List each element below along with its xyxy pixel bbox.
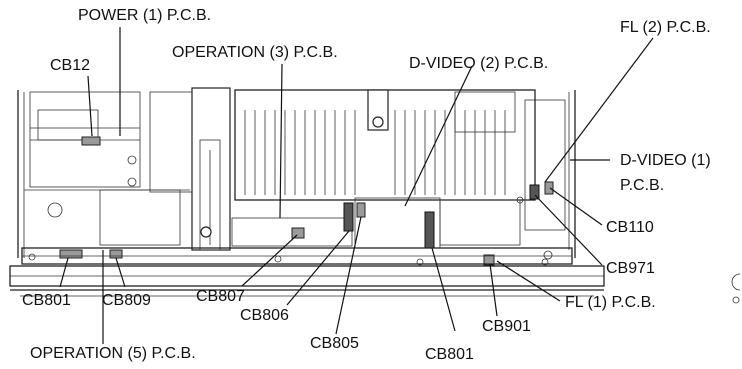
label-operation-5-pcb: OPERATION (5) P.C.B. xyxy=(30,345,196,362)
label-cb806: CB806 xyxy=(240,307,289,324)
label-operation-3-pcb: OPERATION (3) P.C.B. xyxy=(172,44,338,61)
label-cb801-right: CB801 xyxy=(425,346,474,363)
cb805-connector xyxy=(356,202,366,218)
chassis-drawing xyxy=(9,87,605,297)
label-d-video-2-pcb: D-VIDEO (2) P.C.B. xyxy=(409,55,548,72)
label-d-video-1-pcb-line2: P.C.B. xyxy=(620,177,664,194)
cb801-right-connector xyxy=(424,211,435,249)
heatsink-fins xyxy=(244,110,506,195)
label-cb809: CB809 xyxy=(102,292,151,309)
label-cb110: CB110 xyxy=(606,219,654,236)
cb12-connector xyxy=(81,136,101,146)
label-fl-2-pcb: FL (2) P.C.B. xyxy=(620,19,711,36)
label-fl-1-pcb: FL (1) P.C.B. xyxy=(565,294,656,311)
partial-mark-icon xyxy=(731,273,741,304)
label-cb971: CB971 xyxy=(606,260,655,277)
cb809-connector xyxy=(109,249,123,259)
label-d-video-1-pcb-line1: D-VIDEO (1) xyxy=(620,152,711,169)
cb806-connector xyxy=(343,202,354,232)
cb801-left-connector xyxy=(59,249,83,259)
label-cb12: CB12 xyxy=(50,57,90,74)
cb807-connector xyxy=(291,227,305,239)
label-cb807: CB807 xyxy=(196,288,245,305)
label-cb801-left: CB801 xyxy=(22,292,71,309)
label-cb805: CB805 xyxy=(310,335,359,352)
callout-labels: POWER (1) P.C.B. OPERATION (3) P.C.B. D-… xyxy=(22,7,711,363)
label-cb901: CB901 xyxy=(482,318,531,335)
leader-lines xyxy=(59,27,654,344)
cb901-connector xyxy=(483,254,495,266)
label-power-1-pcb: POWER (1) P.C.B. xyxy=(78,7,211,24)
